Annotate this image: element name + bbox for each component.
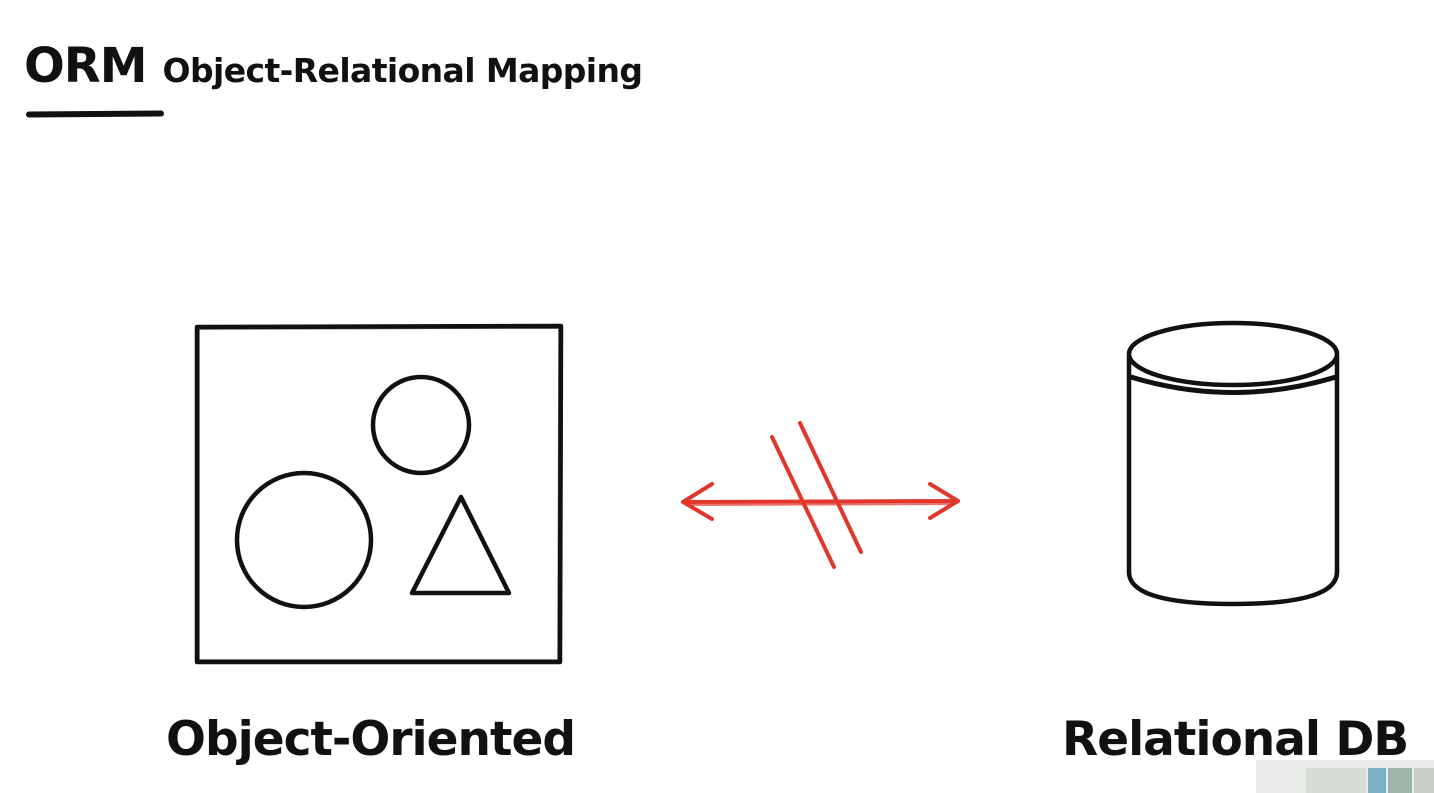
thumbnail-book <box>1388 768 1412 793</box>
broken-bidirectional-arrow-icon <box>681 421 960 569</box>
large-circle-shape <box>234 470 374 610</box>
break-slash-right <box>798 421 863 554</box>
object-shapes-box-icon <box>194 323 564 665</box>
title-acronym: ORM <box>24 38 148 94</box>
relational-db-label: Relational DB <box>1062 712 1409 767</box>
slide-title: ORM Object-Relational Mapping <box>24 38 643 94</box>
arrow-head-right <box>928 482 960 520</box>
object-oriented-label: Object-Oriented <box>166 712 576 767</box>
cylinder-top <box>1126 320 1340 388</box>
title-expansion: Object-Relational Mapping <box>162 51 643 90</box>
presenter-thumbnail <box>1256 760 1434 793</box>
thumbnail-book <box>1414 768 1434 793</box>
thumbnail-shelf <box>1306 768 1366 793</box>
thumbnail-book <box>1368 768 1386 793</box>
arrow-shaft-rough <box>687 503 955 506</box>
object-box-outline-rough <box>198 327 560 661</box>
triangle-shape <box>409 494 512 596</box>
small-circle-shape <box>370 374 472 476</box>
database-cylinder-icon <box>1126 320 1340 607</box>
cylinder-bottom <box>1126 569 1340 607</box>
break-slash-left <box>770 435 836 569</box>
cylinder-top-rim <box>1128 374 1339 395</box>
arrow-head-left <box>681 482 714 521</box>
arrow-shaft <box>683 499 959 504</box>
object-box-outline <box>194 323 564 665</box>
